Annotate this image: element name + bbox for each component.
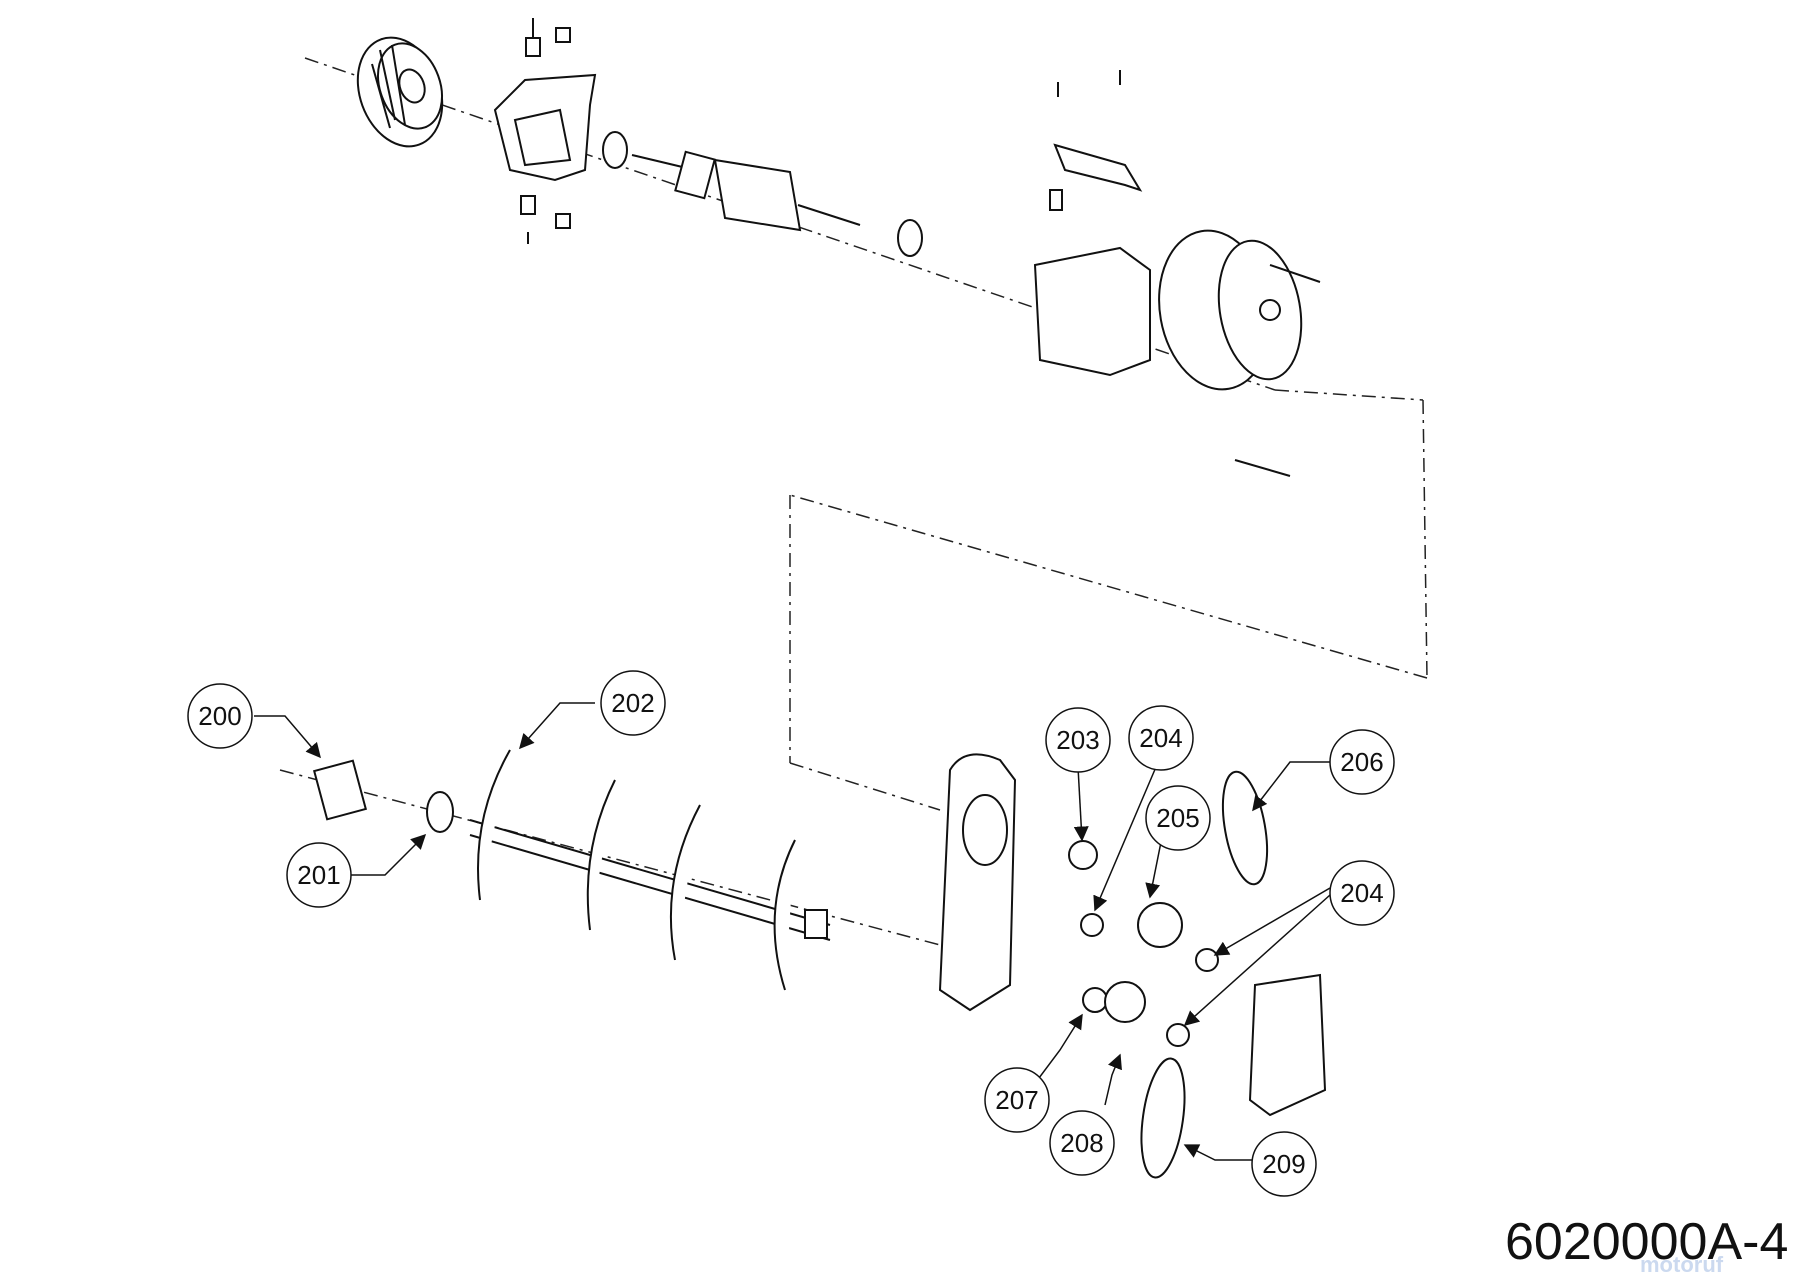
callout-206: 206 [1329,729,1395,795]
callout-208-label: 208 [1060,1128,1103,1158]
callout-204-top: 204 [1128,705,1194,771]
callout-203: 203 [1045,707,1111,773]
callout-206-label: 206 [1340,747,1383,777]
callout-200: 200 [187,683,253,749]
drawing-number: 6020000A-4 [1505,1213,1789,1271]
motor-housing [1033,70,1321,477]
callout-207: 207 [984,1067,1050,1133]
callout-207-label: 207 [995,1085,1038,1115]
callout-201-label: 201 [297,860,340,890]
brush-holder [493,18,597,244]
callout-205: 205 [1145,785,1211,851]
callout-205-label: 205 [1156,803,1199,833]
leader-lines [254,702,1331,1161]
callout-203-label: 203 [1056,725,1099,755]
fan-wheel [356,36,444,148]
watermark-logo: motoruf [1640,1252,1724,1277]
callout-201: 201 [286,842,352,908]
callout-204-right-label: 204 [1340,878,1383,908]
callout-208: 208 [1049,1110,1115,1176]
tine-shaft [312,749,831,991]
armature [602,131,923,257]
callout-204-top-label: 204 [1139,723,1182,753]
callout-202: 202 [600,670,666,736]
callout-204-right: 204 [1329,860,1395,926]
callout-209-label: 209 [1262,1149,1305,1179]
gearbox [938,753,1327,1179]
callout-209: 209 [1251,1131,1317,1197]
callout-200-label: 200 [198,701,241,731]
callout-202-label: 202 [611,688,654,718]
